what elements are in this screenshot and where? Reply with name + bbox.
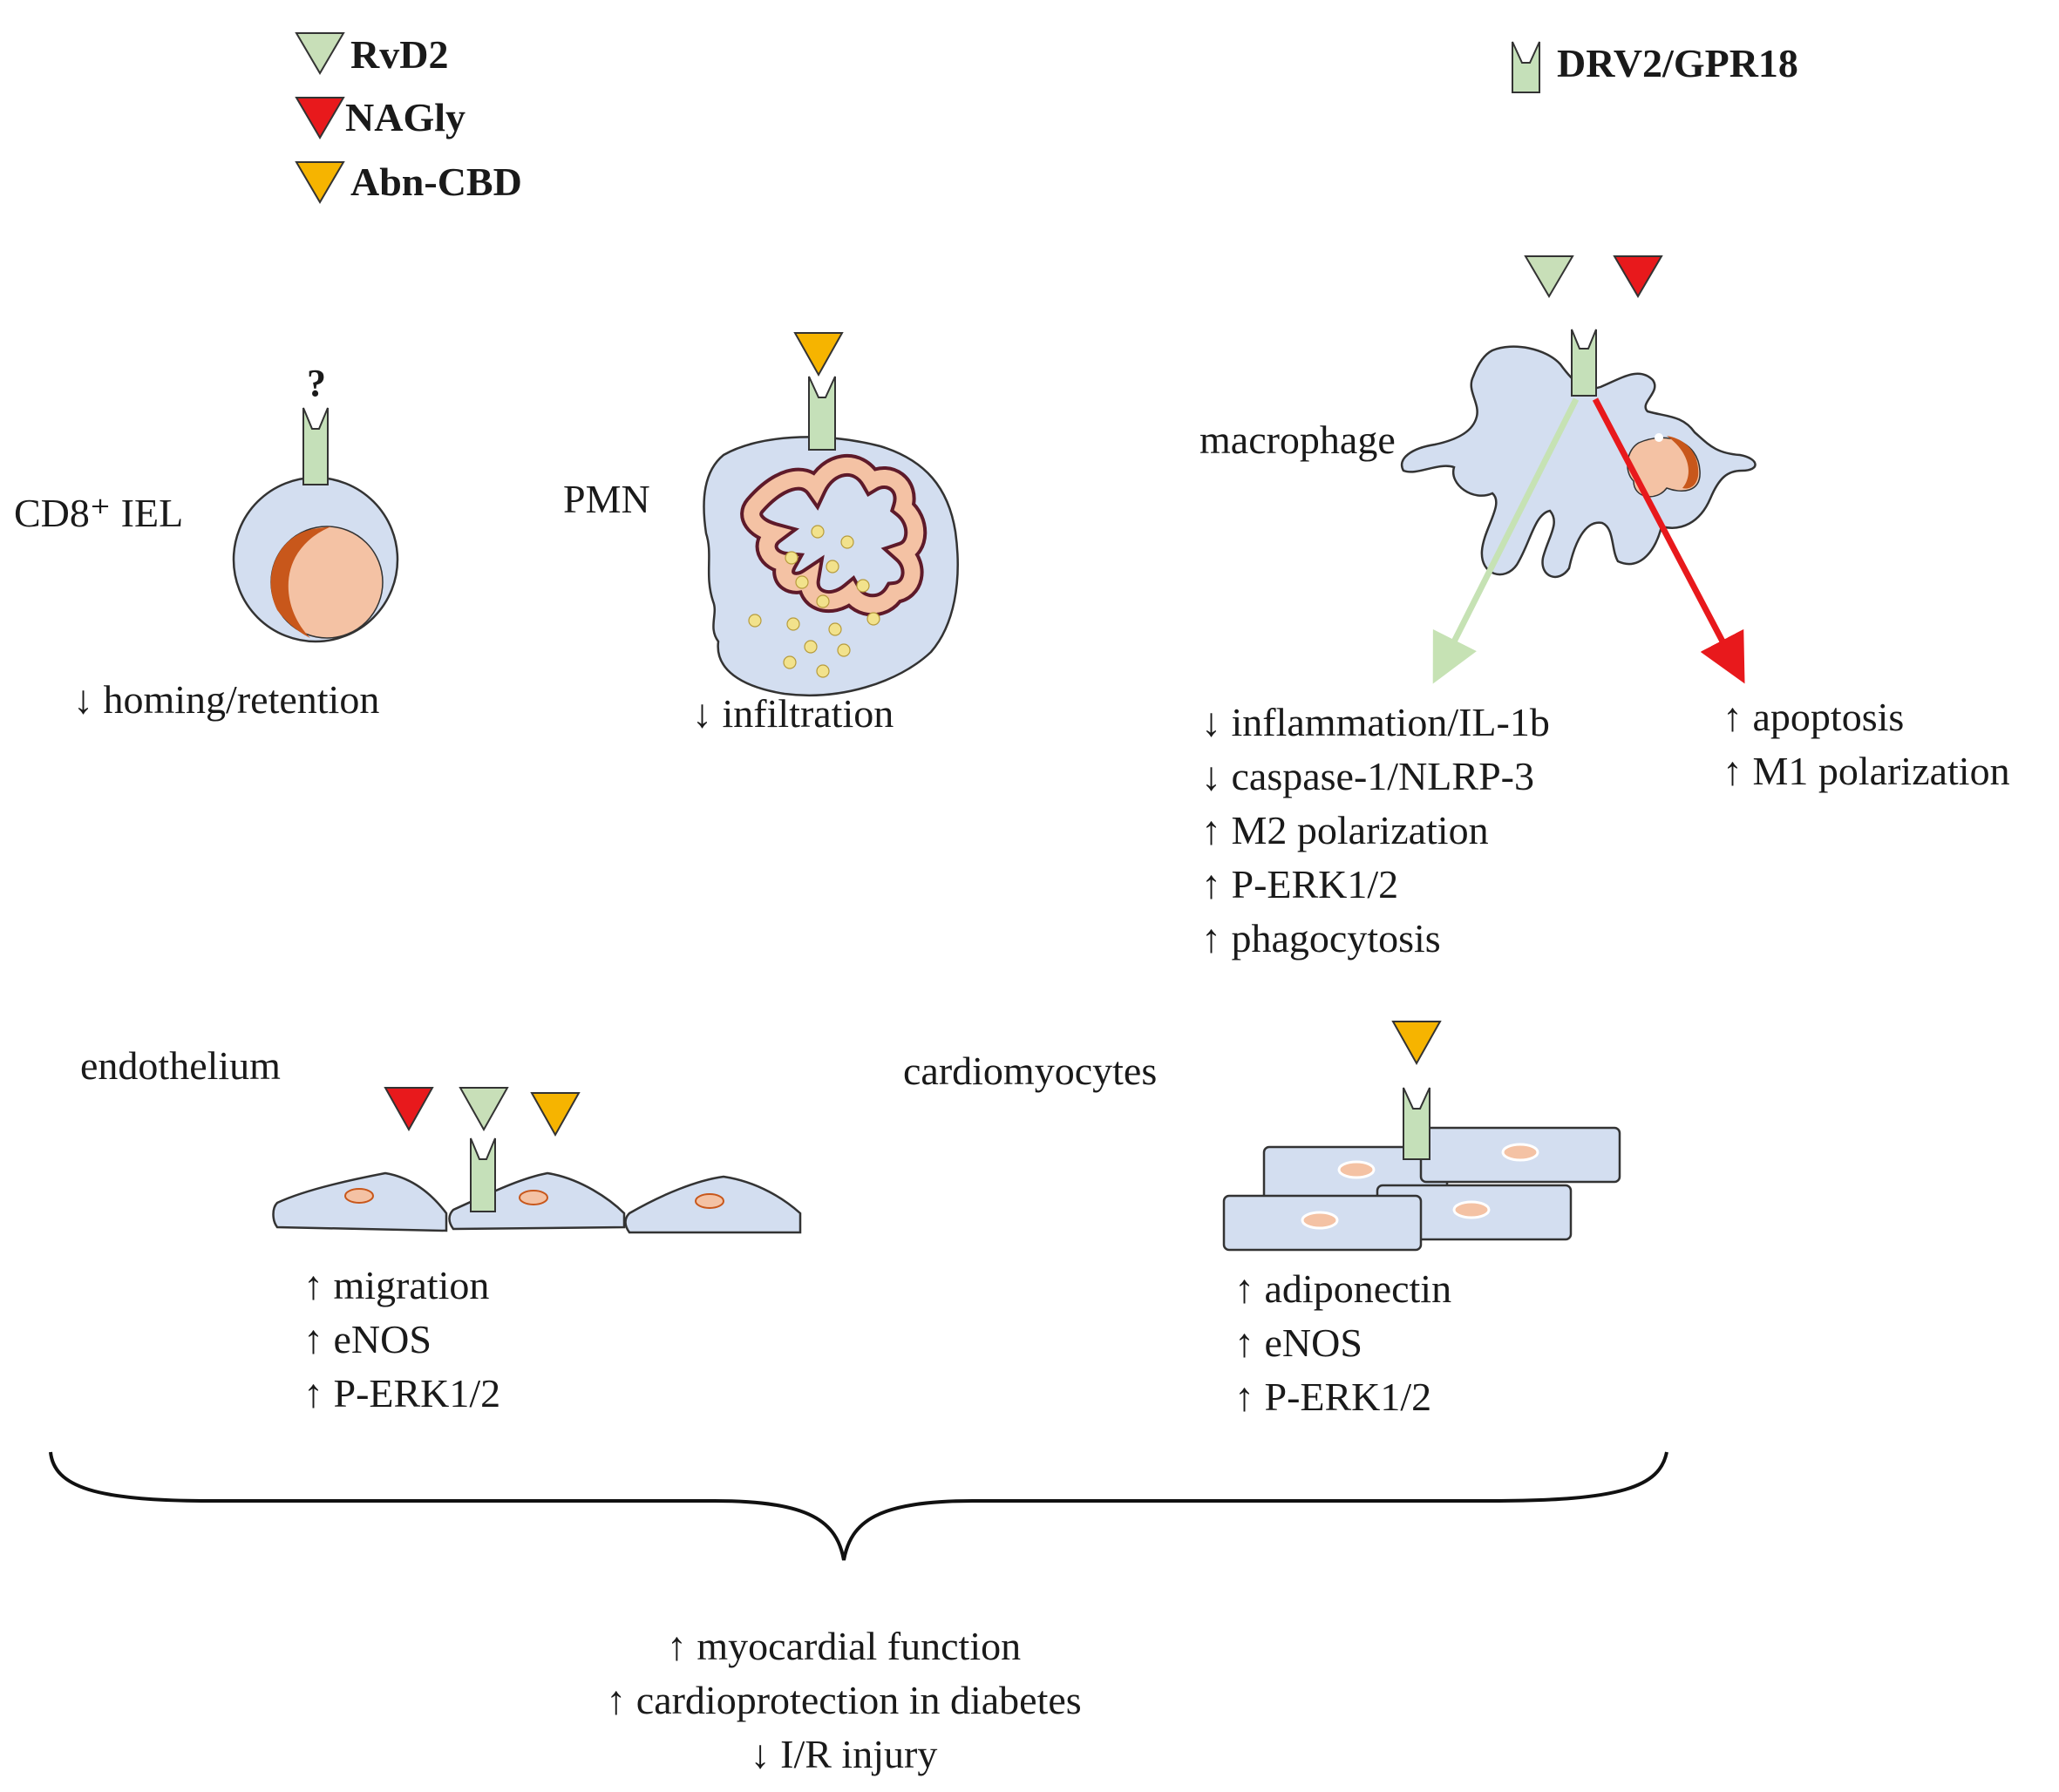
effect-line: ↑ migration	[303, 1263, 490, 1307]
outcome-summary: ↑ myocardial function ↑ cardioprotection…	[495, 1619, 1193, 1782]
effect-line: ↑ eNOS	[303, 1317, 432, 1361]
cardiomyocytes-effects: ↑ adiponectin ↑ eNOS ↑ P-ERK1/2	[1234, 1262, 1451, 1424]
unknown-ligand-label: ?	[307, 362, 326, 404]
pmn-label: PMN	[563, 477, 650, 521]
legend-abncbd-triangle-icon	[295, 161, 345, 204]
effect-line: ↓ homing/retention	[73, 677, 380, 722]
pmn-effects: ↓ infiltration	[692, 687, 894, 741]
pmn-granules	[748, 525, 880, 678]
cardiomyocytes-label: cardiomyocytes	[903, 1049, 1158, 1093]
cd8-cell	[232, 407, 399, 643]
effect-line: ↑ adiponectin	[1234, 1266, 1452, 1311]
macrophage-green-effects: ↓ inflammation/IL-1b ↓ caspase-1/NLRP-3 …	[1201, 696, 1550, 966]
effect-line: ↑ P-ERK1/2	[1201, 862, 1399, 906]
green-pathway-arrow	[1432, 397, 1580, 684]
effect-line: ↑ P-ERK1/2	[303, 1371, 501, 1415]
effect-line: ↓ infiltration	[692, 691, 894, 736]
macrophage-red-effects: ↑ apoptosis ↑ M1 polarization	[1723, 690, 2010, 798]
outcome-line: ↑ cardioprotection in diabetes	[606, 1678, 1082, 1722]
legend-nagly-triangle-icon	[295, 97, 345, 139]
legend-receptor-label: DRV2/GPR18	[1557, 41, 1798, 85]
legend-abncbd-label: Abn-CBD	[350, 160, 522, 204]
effect-line: ↑ P-ERK1/2	[1234, 1375, 1432, 1419]
macrophage-label: macrophage	[1199, 417, 1396, 462]
outcome-line: ↓ I/R injury	[750, 1732, 938, 1776]
cd8-iel-label: CD8⁺ IEL	[14, 491, 184, 535]
effect-line: ↑ phagocytosis	[1201, 916, 1441, 960]
effect-line: ↑ apoptosis	[1723, 695, 1905, 739]
pmn-cell	[703, 332, 959, 696]
cardiomyocyte-cells	[1222, 1021, 1621, 1252]
endothelium-effects: ↑ migration ↑ eNOS ↑ P-ERK1/2	[303, 1259, 500, 1421]
effect-line: ↑ M1 polarization	[1723, 749, 2010, 793]
effect-line: ↓ inflammation/IL-1b	[1201, 700, 1550, 744]
cd8-effects: ↓ homing/retention	[73, 673, 379, 727]
legend-rvd2-label: RvD2	[350, 32, 449, 77]
endothelium-cells	[272, 1087, 802, 1234]
legend-receptor-icon	[1512, 41, 1540, 93]
effect-line: ↑ M2 polarization	[1201, 808, 1489, 852]
legend-rvd2-triangle-icon	[295, 32, 345, 75]
macrophage-cell	[1401, 255, 1757, 684]
legend-nagly-label: NAGly	[345, 95, 465, 139]
effect-line: ↓ caspase-1/NLRP-3	[1201, 754, 1534, 798]
summary-brace	[49, 1451, 1668, 1561]
red-pathway-arrow	[1592, 397, 1745, 684]
endothelium-label: endothelium	[80, 1043, 281, 1088]
effect-line: ↑ eNOS	[1234, 1320, 1362, 1365]
outcome-line: ↑ myocardial function	[666, 1624, 1022, 1668]
